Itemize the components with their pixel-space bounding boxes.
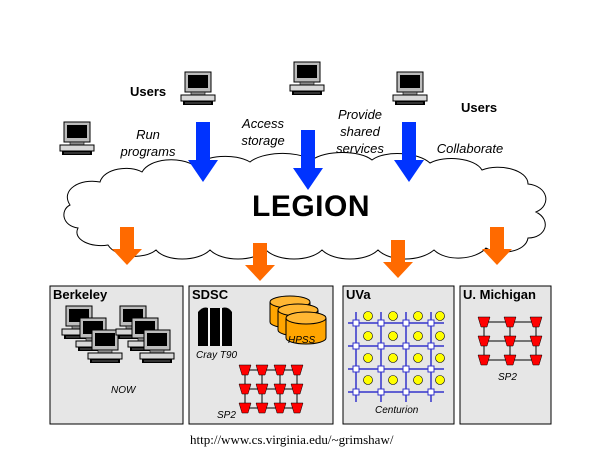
action-run-programs: Run programs [120,127,176,159]
site-box-uva [342,285,455,425]
computer-icon [392,71,428,106]
footer-url: http://www.cs.virginia.edu/~grimshaw/ [190,432,394,447]
mesh-node-icon [427,319,435,327]
mesh-processor-icon [413,375,423,385]
caption-cray-t90: Cray T90 [196,350,238,361]
mesh-processor-icon [363,311,373,321]
caption-centurion: Centurion [375,405,419,416]
mesh-node-icon [377,319,385,327]
mesh-processor-icon [413,311,423,321]
mesh-processor-icon [388,331,398,341]
mesh-node-icon [352,365,360,373]
mesh-processor-icon [413,331,423,341]
computer-icon [139,329,175,364]
mesh-node-icon [377,365,385,373]
mesh-node-icon [352,388,360,396]
action-access-storage: Access storage [241,116,285,148]
action-collaborate: Collaborate [436,141,504,156]
computer-icon [180,71,216,106]
site-label-berkeley: Berkeley [53,287,108,302]
mesh-processor-icon [363,375,373,385]
mesh-node-icon [377,388,385,396]
caption-sp2-sdsc: SP2 [217,410,236,421]
disk-stack-icon [269,295,327,345]
mesh-processor-icon [413,353,423,363]
mesh-node-icon [352,342,360,350]
cloud-icon [63,152,547,260]
mesh-node-icon [352,319,360,327]
mesh-processor-icon [388,375,398,385]
computer-icon [289,61,325,96]
mesh-node-icon [377,342,385,350]
mesh-node-icon [402,388,410,396]
mesh-processor-icon [388,353,398,363]
caption-hpss: HPSS [288,335,316,346]
mesh-processor-icon [363,331,373,341]
mesh-processor-icon [435,331,445,341]
sp2-network-umich [477,316,543,366]
mesh-node-icon [427,388,435,396]
site-label-sdsc: SDSC [192,287,229,302]
mesh-node-icon [402,365,410,373]
mesh-processor-icon [388,311,398,321]
mesh-node-icon [427,365,435,373]
sp2-network-sdsc [238,364,304,414]
supercomputer-icon [198,307,232,346]
mesh-node-icon [402,342,410,350]
site-label-uva: UVa [346,287,371,302]
mesh-node-icon [402,319,410,327]
caption-sp2-umich: SP2 [498,372,517,383]
mesh-processor-icon [363,353,373,363]
users-label-left: Users [130,84,167,99]
mesh-node-icon [427,342,435,350]
mesh-processor-icon [435,353,445,363]
site-label-umich: U. Michigan [463,287,536,302]
legion-title: LEGION [252,190,371,223]
mesh-processor-icon [435,375,445,385]
mesh-processor-icon [435,311,445,321]
caption-now: NOW [111,385,136,396]
action-provide-shared-services: Provide shared services [336,107,384,156]
users-label-right: Users [461,100,498,115]
computer-icon [59,121,95,156]
centurion-mesh [348,311,445,402]
